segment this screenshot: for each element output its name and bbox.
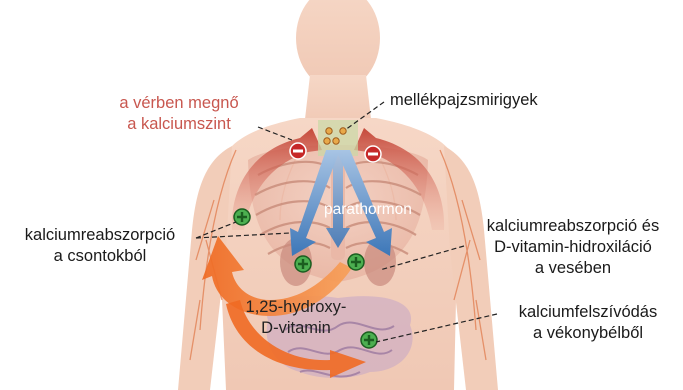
intestine-line-2: a vékonybélből [496, 323, 680, 344]
bone-line-1: kalciumreabszorpció [0, 225, 200, 246]
kidney-line-2: D-vitamin-hidroxiláció [462, 237, 683, 258]
parathormone-text: parathormon [324, 199, 412, 220]
calcium-rise-line-1: a vérben megnő [104, 93, 254, 114]
plus-marker-kidney-right [348, 254, 364, 270]
plus-marker-kidney-left [295, 256, 311, 272]
kidney-line-1: kalciumreabszorpció és [462, 216, 683, 237]
plus-marker-bone [234, 209, 250, 225]
calcium-rise-line-2: a kalciumszint [104, 114, 254, 135]
kidney-line-3: a vesében [462, 258, 683, 279]
intestine-absorption-label: kalciumfelszívódás a vékonybélből [496, 302, 680, 344]
calcium-rise-label: a vérben megnő a kalciumszint [104, 93, 254, 135]
vitamin-d-line-1: 1,25-hydroxy- [236, 297, 356, 318]
parathyroid-text: mellékpajzsmirigyek [390, 90, 538, 111]
kidney-label: kalciumreabszorpció és D-vitamin-hidroxi… [462, 216, 683, 279]
minus-marker-right [365, 146, 381, 162]
parathyroid-label: mellékpajzsmirigyek [390, 90, 538, 111]
bone-line-2: a csontokból [0, 246, 200, 267]
minus-marker-left [290, 143, 306, 159]
vitamin-d-line-2: D-vitamin [236, 318, 356, 339]
plus-marker-intestine [361, 332, 377, 348]
bone-resorption-label: kalciumreabszorpció a csontokból [0, 225, 200, 267]
parathormone-label: parathormon [324, 199, 412, 220]
vitamin-d-label: 1,25-hydroxy- D-vitamin [236, 297, 356, 339]
intestine-line-1: kalciumfelszívódás [496, 302, 680, 323]
